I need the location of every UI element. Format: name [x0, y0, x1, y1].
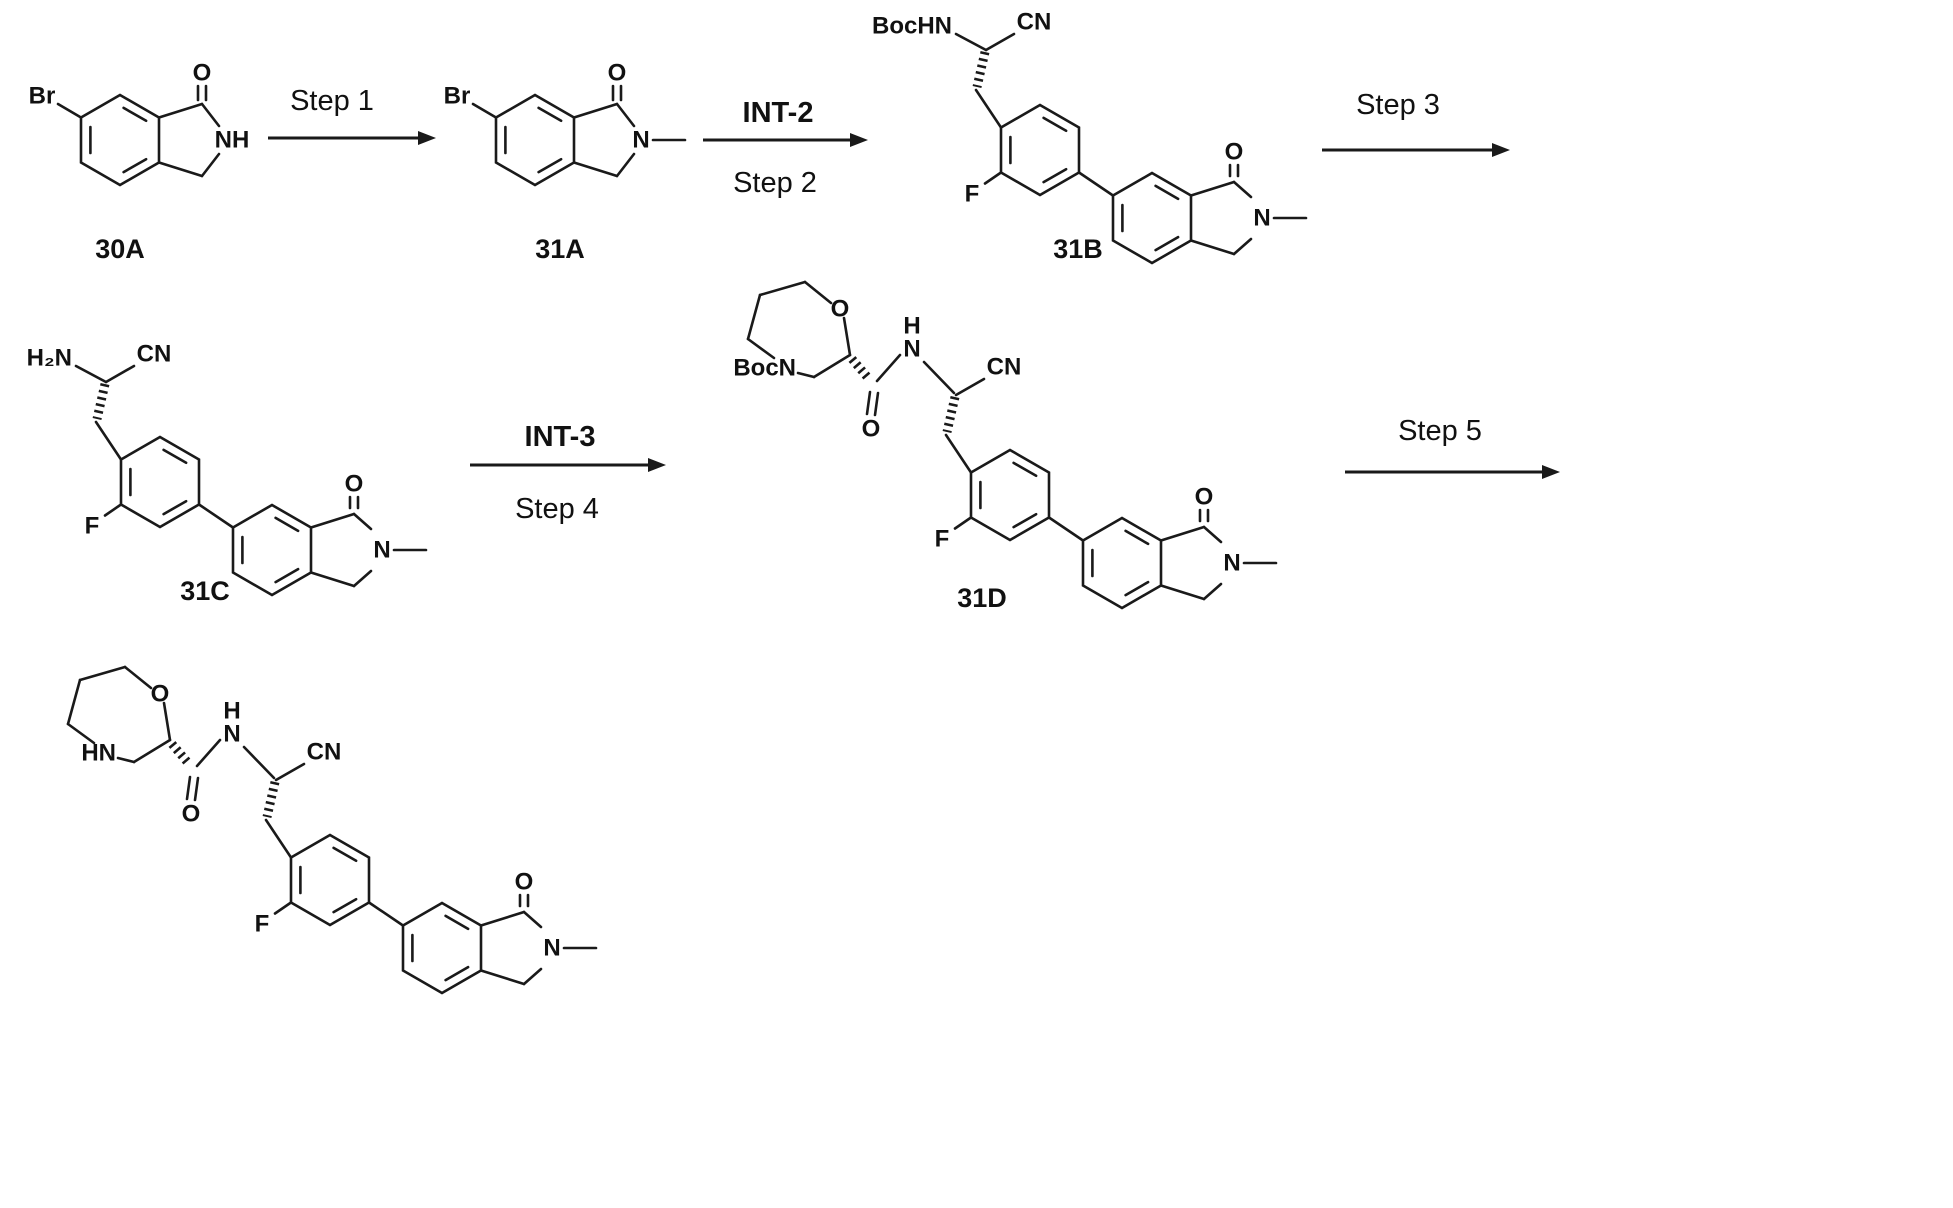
atom-label-amide-hydrogen: H: [223, 698, 240, 725]
compound-label-31A: 31A: [535, 234, 585, 264]
atom-label-nitrile: CN: [1017, 9, 1052, 36]
atom-label-ring-oxygen: O: [151, 681, 170, 708]
bond-amine-attachment: [954, 32, 988, 52]
atom-label-ring-oxygen: O: [831, 296, 850, 323]
atom-label-nitrile: CN: [307, 739, 342, 766]
atom-label-carbonyl-oxygen: O: [1195, 484, 1214, 511]
reaction-arrow-step5: Step 5: [1345, 415, 1560, 479]
atom-label-ring-nh: HN: [81, 740, 116, 767]
atom-label-fluorine: F: [935, 526, 950, 553]
arrow-head: [1492, 143, 1510, 157]
arrow-head: [1542, 465, 1560, 479]
atom-label-lactam-nitrogen: N: [373, 537, 390, 564]
bond-amine-attachment: [74, 364, 108, 384]
atom-label-carbonyl-oxygen: O: [515, 869, 534, 896]
reaction-arrow-step2: INT-2 Step 2: [703, 97, 868, 199]
reagent-label-int2: INT-2: [743, 97, 814, 129]
atom-label-amide-hydrogen: H: [903, 313, 920, 340]
structure-31D: BocN O H N O CN F O N 31D: [733, 282, 1276, 613]
atom-label-lactam-nitrogen: N: [632, 127, 649, 154]
compound-label-30A: 30A: [95, 234, 145, 264]
atom-label-carbonyl-oxygen: O: [1225, 139, 1244, 166]
bond-skeleton-isoindolinone: [471, 84, 636, 187]
atom-label-lactam-nh: NH: [215, 127, 250, 154]
arrow-head: [418, 131, 436, 145]
atom-label-lactam-nitrogen: N: [543, 935, 560, 962]
reagent-label-int3: INT-3: [525, 421, 596, 453]
compound-label-31B: 31B: [1053, 234, 1103, 264]
atom-label-fluorine: F: [965, 181, 980, 208]
atom-label-bromine: Br: [444, 83, 471, 110]
atom-label-fluorine: F: [255, 911, 270, 938]
atom-label-boc-amine: BocHN: [872, 13, 952, 40]
atom-label-amide-nitrogen: N: [223, 721, 240, 748]
step-label-4: Step 4: [515, 493, 599, 525]
compound-label-31D: 31D: [957, 583, 1007, 613]
step-label-2: Step 2: [733, 167, 817, 199]
atom-label-bromine: Br: [29, 83, 56, 110]
structure-31B: BocHN CN F O N 31B: [872, 9, 1306, 265]
atom-label-fluorine: F: [85, 513, 100, 540]
atom-label-amide-nitrogen: N: [903, 336, 920, 363]
atom-label-nitrile: CN: [987, 354, 1022, 381]
step-label-5: Step 5: [1398, 415, 1482, 447]
atom-label-carbonyl-oxygen: O: [193, 60, 212, 87]
atom-label-amide-oxygen: O: [862, 416, 881, 443]
step-label-3: Step 3: [1356, 89, 1440, 121]
atom-label-amide-oxygen: O: [182, 801, 201, 828]
atom-label-carbonyl-oxygen: O: [608, 60, 627, 87]
arrow-head: [648, 458, 666, 472]
atom-label-boc-ring-nitrogen: BocN: [733, 355, 796, 382]
reaction-arrow-step4: INT-3 Step 4: [470, 421, 666, 525]
step-label-1: Step 1: [290, 85, 374, 117]
reaction-arrow-step3: Step 3: [1322, 89, 1510, 157]
structure-final-product: HN O H N O CN F O N: [68, 667, 596, 993]
arrow-head: [850, 133, 868, 147]
reaction-arrow-step1: Step 1: [268, 85, 436, 145]
atom-label-carbonyl-oxygen: O: [345, 471, 364, 498]
bond-skeleton-oxazepane-amide: [748, 282, 954, 415]
structure-31C: H₂N CN F O N 31C: [27, 341, 426, 606]
compound-label-31C: 31C: [180, 576, 230, 606]
atom-label-lactam-nitrogen: N: [1223, 550, 1240, 577]
atom-label-lactam-nitrogen: N: [1253, 205, 1270, 232]
bond-skeleton-oxazepane-amide: [68, 667, 274, 800]
structure-30A: Br O NH 30A: [29, 60, 250, 265]
bond-skeleton-isoindolinone: [56, 84, 221, 187]
structure-31A: Br O N 31A: [444, 60, 687, 264]
atom-label-free-amine: H₂N: [27, 345, 72, 372]
atom-label-nitrile: CN: [137, 341, 172, 368]
